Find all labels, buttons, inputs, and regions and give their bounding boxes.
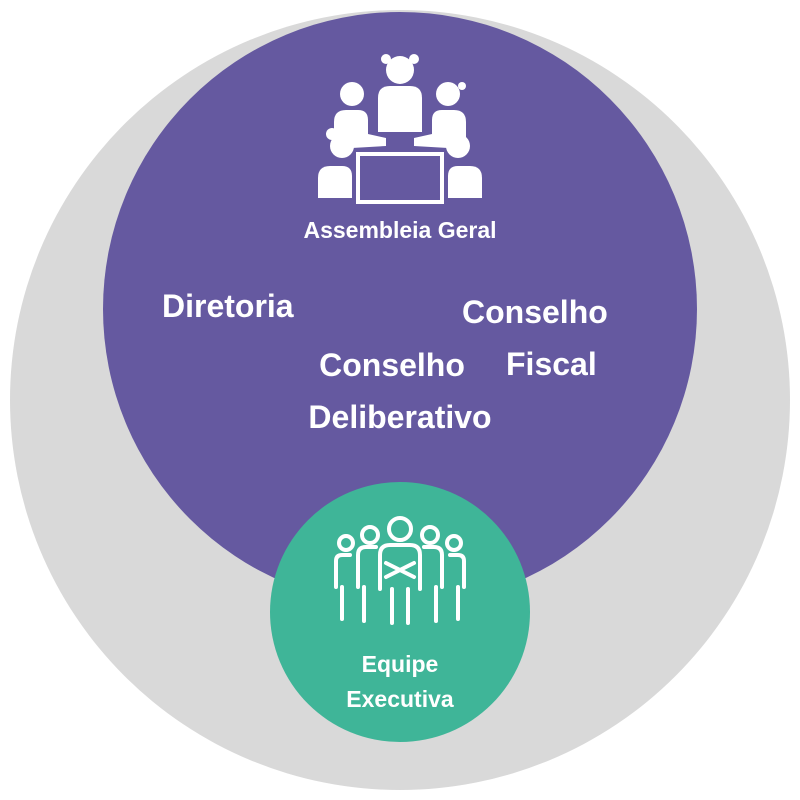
conselho-deliberativo-label: Conselho Deliberativo	[250, 339, 550, 443]
team-label-line1: Equipe	[361, 651, 439, 677]
assembly-label: Assembleia Geral	[303, 217, 497, 243]
people-group-icon	[334, 516, 466, 625]
conselho-deliberativo-line2: Deliberativo	[308, 399, 492, 435]
team-label: Equipe Executiva	[300, 647, 500, 717]
meeting-table-icon	[318, 54, 482, 204]
team-label-line2: Executiva	[346, 686, 454, 712]
conselho-deliberativo-line1: Conselho	[319, 347, 465, 383]
conselho-fiscal-line2: Fiscal	[506, 346, 597, 382]
conselho-fiscal-line1: Conselho	[462, 294, 608, 330]
diretoria-label: Diretoria	[162, 288, 294, 324]
team-circle	[270, 482, 530, 742]
conselho-fiscal-label: Conselho Fiscal	[462, 286, 608, 390]
